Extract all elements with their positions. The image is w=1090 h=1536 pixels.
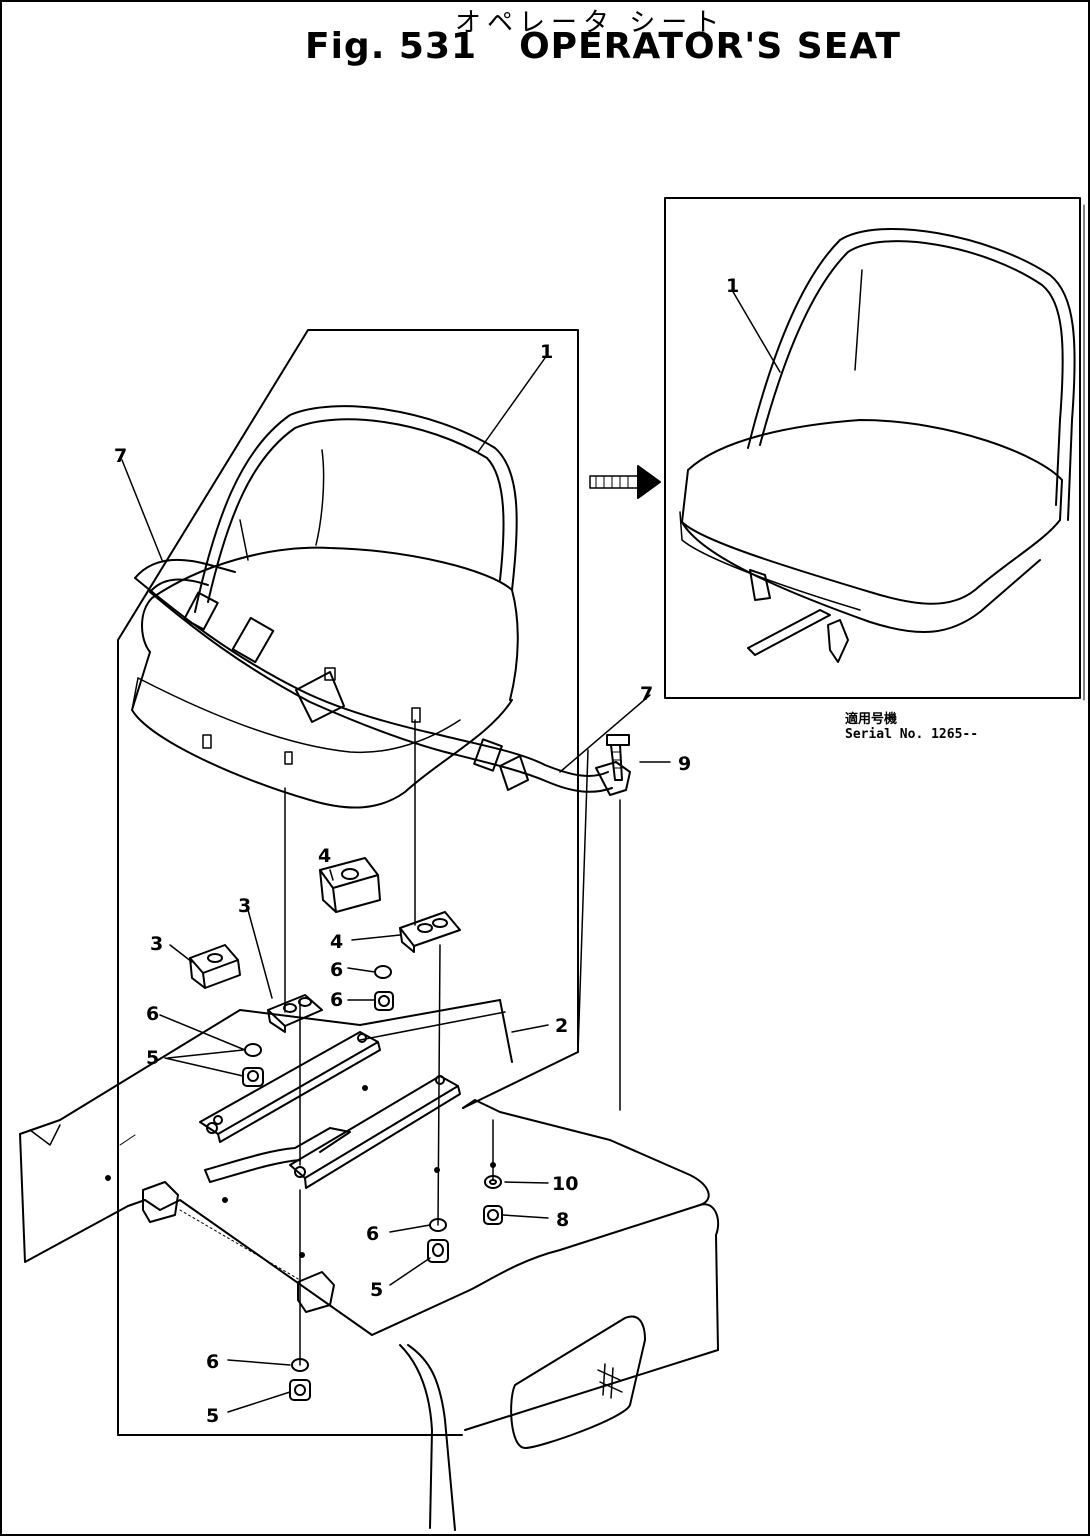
- callout-3-left: 3: [150, 933, 163, 955]
- callout-6-center: 6: [366, 1223, 379, 1245]
- serial-note-text: Serial No. 1265--: [845, 727, 979, 742]
- callout-3-upper: 3: [238, 895, 251, 917]
- figure-name: OPERATOR'S SEAT: [519, 26, 901, 67]
- callout-7-right: 7: [640, 683, 653, 705]
- seat-main: [131, 405, 519, 809]
- hardware-middle: [242, 965, 394, 1087]
- bracket-3-left: [189, 944, 241, 989]
- mounting-plate: [19, 999, 720, 1531]
- direction-arrow: [589, 465, 661, 499]
- serial-note: 適用号機 Serial No. 1265--: [845, 712, 978, 742]
- seat-rails: [199, 1031, 461, 1189]
- assembly-boundary: [117, 329, 579, 1436]
- bolt-9: [606, 734, 630, 781]
- callout-5-bottom: 5: [206, 1405, 219, 1427]
- seat-belt: [134, 558, 631, 796]
- inset-panel: [664, 197, 1085, 701]
- callout-4-upper: 4: [318, 845, 331, 867]
- callout-5-center: 5: [370, 1279, 383, 1301]
- title-japanese: オペレータ シート: [455, 8, 726, 38]
- hardware-lower: [289, 1175, 503, 1401]
- callout-leaders: [121, 289, 781, 1413]
- assembly-lines: [284, 719, 621, 1366]
- serial-note-japanese: 適用号機: [845, 712, 898, 727]
- callout-labels: 1 1 2 3 3 4 4 5 5 5 6 6 6 6 6 7 7 8 9 10: [114, 275, 739, 1427]
- callout-6-mid: 6: [330, 989, 343, 1011]
- callout-2: 2: [555, 1015, 568, 1037]
- bracket-3-center: [267, 994, 323, 1033]
- callout-10: 10: [552, 1173, 578, 1195]
- callout-6-left: 6: [146, 1003, 159, 1025]
- callout-1-inset: 1: [726, 275, 739, 297]
- callout-5-left: 5: [146, 1047, 159, 1069]
- seat-inset: [679, 227, 1076, 663]
- callout-6-upper: 6: [330, 959, 343, 981]
- callout-7-left: 7: [114, 445, 127, 467]
- figure-title: Fig. 531 OPERATOR'S SEAT: [305, 26, 901, 67]
- callout-1-main: 1: [540, 341, 553, 363]
- callout-6-bottom: 6: [206, 1351, 219, 1373]
- callout-4-right: 4: [330, 931, 343, 953]
- callout-9: 9: [678, 753, 691, 775]
- callout-8: 8: [556, 1209, 569, 1231]
- bracket-4-upper: [319, 857, 381, 913]
- figure-number: Fig. 531: [305, 26, 478, 67]
- bracket-4-right: [399, 911, 461, 953]
